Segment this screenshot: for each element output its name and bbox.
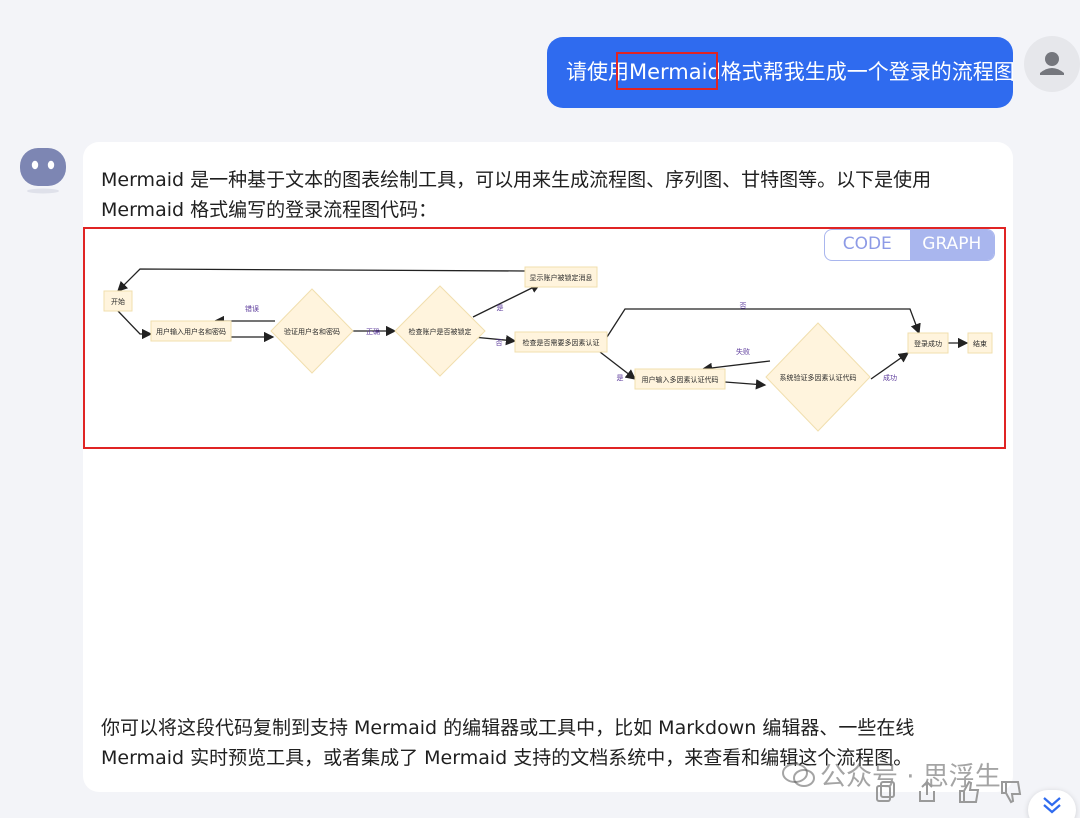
user-message-highlight: Mermaid (629, 60, 721, 84)
scroll-down-button[interactable] (1028, 790, 1076, 818)
svg-text:用户输入多因素认证代码: 用户输入多因素认证代码 (642, 375, 719, 384)
edge-label-yes-mfa: 是 (617, 374, 624, 382)
svg-text:检查是否需要多因素认证: 检查是否需要多因素认证 (523, 338, 600, 347)
edge-mfa-success (870, 352, 910, 380)
node-locked-msg: 显示账户被锁定消息 (524, 266, 598, 288)
edge-label-no-mfa: 否 (740, 302, 747, 310)
node-mfa-input: 用户输入多因素认证代码 (634, 368, 726, 390)
user-message-bubble: 请使用Mermaid格式帮我生成一个登录的流程图 (547, 37, 1015, 108)
graph-tab[interactable]: GRAPH (909, 230, 994, 260)
node-start: 开始 (103, 290, 133, 312)
code-tab[interactable]: CODE (842, 234, 892, 254)
node-mfa-verify: 系统验证多因素认证代码 (765, 322, 871, 432)
reply-outro: 你可以将这段代码复制到支持 Mermaid 的编辑器或工具中，比如 Markdo… (101, 717, 915, 769)
svg-text:结束: 结束 (973, 339, 987, 348)
node-end: 结束 (967, 332, 993, 354)
bot-avatar (18, 146, 68, 196)
node-check-mfa: 检查是否需要多因素认证 (514, 331, 608, 353)
edge-lock-no (472, 334, 517, 346)
user-avatar[interactable] (1024, 36, 1080, 92)
user-message-text-after: 格式帮我生成一个登录的流程图 (720, 60, 1015, 84)
edge-start-to-input (117, 310, 153, 340)
node-success: 登录成功 (907, 332, 949, 354)
svg-text:验证用户名和密码: 验证用户名和密码 (284, 327, 340, 336)
highlight-box (616, 52, 718, 90)
thumbs-down-icon[interactable] (996, 777, 1026, 807)
view-toggle: CODE GRAPH (824, 229, 995, 261)
svg-text:显示账户被锁定消息: 显示账户被锁定消息 (530, 273, 593, 282)
edge-label-mfa-success: 成功 (883, 373, 897, 382)
user-message-text-before: 请使用 (566, 60, 629, 84)
edge-mfa-yes (599, 351, 637, 380)
edge-mfa-fail (701, 360, 771, 374)
node-check-lock: 检查账户是否被锁定 (394, 285, 486, 377)
edge-label-correct: 正确 (366, 327, 380, 336)
edge-label-no-lock: 否 (496, 339, 503, 347)
share-icon[interactable] (912, 777, 942, 807)
message-actions (870, 772, 1022, 812)
edge-lock-yes (472, 283, 542, 318)
copy-icon[interactable] (870, 777, 900, 807)
thumbs-up-icon[interactable] (954, 777, 984, 807)
svg-text:检查账户是否被锁定: 检查账户是否被锁定 (409, 327, 472, 336)
reply-intro: Mermaid 是一种基于文本的图表绘制工具，可以用来生成流程图、序列图、甘特图… (101, 169, 932, 221)
mermaid-graph-panel: 显示账户被锁定消息 开始 用户输入用户名和密码 验证用户名和密码 检查账户是否被… (83, 227, 1006, 449)
wechat-icon (782, 763, 815, 787)
svg-text:开始: 开始 (111, 297, 125, 306)
edge-label-error: 错误 (245, 304, 259, 313)
node-input: 用户输入用户名和密码 (150, 320, 232, 342)
edge-mfa-input-to-verify (724, 379, 767, 390)
edge-label-yes-lock: 是 (497, 304, 504, 312)
node-verify: 验证用户名和密码 (270, 288, 354, 374)
bot-icon (20, 148, 66, 194)
login-flowchart: 显示账户被锁定消息 开始 用户输入用户名和密码 验证用户名和密码 检查账户是否被… (103, 266, 993, 432)
edge-label-fail: 失败 (736, 347, 750, 356)
svg-text:登录成功: 登录成功 (914, 339, 942, 348)
edge-locked-to-start (117, 268, 526, 292)
edge-mfa-no (606, 308, 921, 338)
user-icon (1040, 52, 1064, 75)
svg-text:用户输入用户名和密码: 用户输入用户名和密码 (156, 327, 226, 336)
chevron-double-down-icon (1043, 797, 1061, 814)
svg-text:系统验证多因素认证代码: 系统验证多因素认证代码 (780, 373, 857, 382)
